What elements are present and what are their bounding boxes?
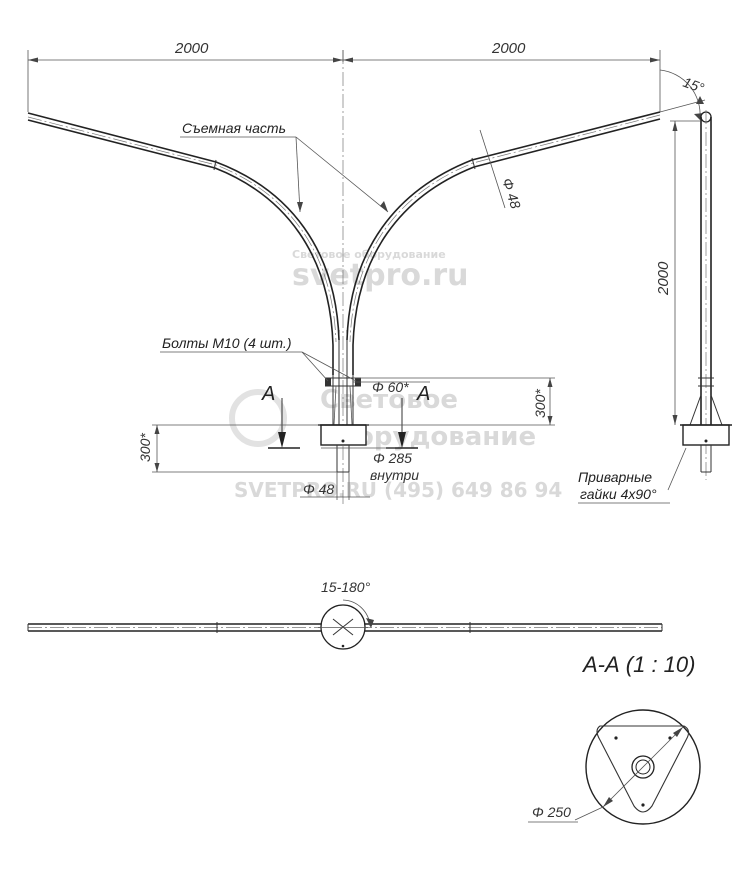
label-welded-nuts-2: гайки 4x90° [580,486,657,502]
left-arm-outer [27,112,340,341]
bolts-leader-1 [301,351,329,382]
bolt-left [325,378,331,386]
rotation-arrow [366,618,374,628]
section-title: А-А (1 : 10) [581,652,695,677]
left-arm-inner [27,119,334,375]
bolts-leader-2 [301,351,357,382]
dim-top-left-value: 2000 [174,40,209,57]
top-flange-cross-2 [332,618,354,636]
removable-leader-2 [295,136,389,213]
section-a-a: А-А (1 : 10) Φ 250 [528,652,701,825]
removable-arrow-2 [380,201,388,212]
dim-rotation-range: 15-180° [321,579,371,595]
section-diameter-leader [574,806,604,821]
side-dim-arrow-top [672,121,678,131]
socket-line-1 [333,385,337,426]
angle-arrow-top [696,96,704,104]
watermark-top-small: Световое оборудование [292,248,446,261]
right-arm-joint [471,157,476,170]
dim-side-height: 2000 [655,261,672,296]
top-view: 15-180° [27,579,663,650]
right-arm-centerline [349,114,661,343]
dim-angle-value: 15° [681,74,707,96]
dim-flange-inner-note: внутри [370,467,419,483]
section-arrow-left-head [278,432,286,448]
side-dim-arrow-bot [672,415,678,425]
section-hole-3 [641,803,645,807]
right-arm-inner [352,118,661,375]
removable-leader-1 [295,136,301,213]
dim-top-right-value: 2000 [491,40,526,57]
dim-pipe-diameter: Φ 48 [499,176,524,211]
label-bolts: Болты М10 (4 шт.) [162,335,291,351]
flange-center-dot [341,439,345,443]
side-brace-left [689,394,702,426]
section-triangle [596,725,690,813]
dim-stub-diameter: Φ 48 [303,481,334,497]
section-arrow-b [673,727,683,737]
dim300-right-arrow-top [547,378,553,387]
right-arm-outer [346,111,661,341]
section-diameter-line [602,726,684,808]
dim-arrow-right-b [650,57,660,63]
watermark-bottom: SVETPRO.RU (495) 649 86 94 [234,478,562,502]
side-flange-dot [704,439,708,443]
dim300-left-arrow-bot [154,463,160,472]
dim-arrow-left-b [333,57,343,63]
removable-arrow-1 [297,202,303,212]
section-pole-inner [635,759,651,775]
section-mark-right: А [416,383,430,405]
dim-arrow-right-a [343,57,353,63]
pipe-diameter-leader [479,129,506,209]
front-view: 2000 2000 15° Φ 48 Съемная часть Болты М… [27,40,707,505]
dim-flange-height-right: 300* [532,389,548,418]
section-arrow-a [603,797,613,807]
watermark-group: Световое оборудование svetpro.ru Светово… [229,248,562,502]
dim300-left-arrow-top [154,425,160,434]
left-arm-joint [213,159,217,171]
label-welded-nuts-1: Приварные [578,469,652,485]
angle-arc [659,69,701,119]
top-flange-dot [341,644,345,648]
side-view: 2000 Приварные гайки 4x90° [578,110,732,504]
watermark-logo-circle [229,389,287,447]
watermark-top-large: svetpro.ru [292,258,469,293]
socket-line-2 [349,385,353,426]
dim300-right-arrow-bot [547,416,553,425]
dim-arrow-left-a [28,57,38,63]
dim-section-base-diameter: Φ 250 [532,804,571,820]
dim-flange-height-left: 300* [137,433,153,462]
side-brace-right [710,394,723,426]
left-arm-centerline [27,116,337,343]
label-removable-part: Съемная часть [182,120,286,136]
section-mark-left: А [261,383,275,405]
dim-hole-diameter: Φ 60* [372,379,409,395]
dim-flange-diameter: Φ 285 [373,450,412,466]
section-arrow-right-head [398,432,406,448]
nuts-leader [667,447,687,491]
section-hole-1 [614,736,618,740]
